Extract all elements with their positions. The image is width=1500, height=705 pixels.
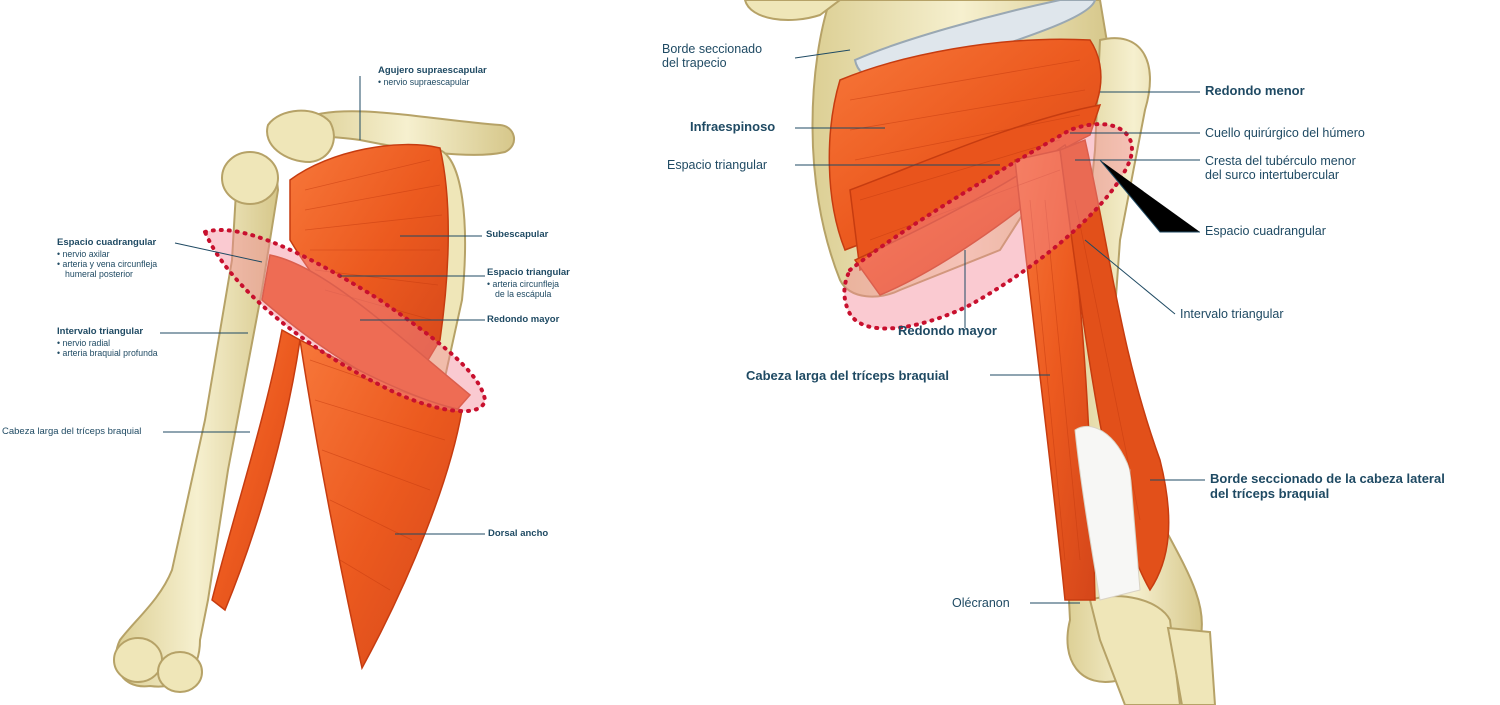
label-intervalo-triangular-right: Intervalo triangular xyxy=(1180,307,1284,321)
left-clavicle-bone xyxy=(298,110,515,156)
label-title: Agujero supraescapular xyxy=(378,65,487,76)
label-title: Espacio triangular xyxy=(487,267,570,278)
label-cabeza-larga-left: Cabeza larga del tríceps braquial xyxy=(2,426,142,438)
label-title: Intervalo triangular xyxy=(57,326,144,337)
label-borde-cabeza-lateral: Borde seccionado de la cabeza lateral de… xyxy=(1210,471,1445,502)
label-item: • arteria y vena circunfleja xyxy=(57,258,158,269)
left-highlight-region xyxy=(202,227,488,414)
label-item: • nervio radial xyxy=(57,337,111,348)
label-title: Dorsal ancho xyxy=(488,528,549,539)
label-line: del tríceps braquial xyxy=(1210,485,1330,501)
right-highlight-region xyxy=(842,122,1134,331)
label-title: Espacio cuadrangular xyxy=(57,237,157,248)
label-title: Olécranon xyxy=(952,596,1010,610)
left-muscle-fibers xyxy=(304,159,456,591)
label-infraespinoso: Infraespinoso xyxy=(690,119,776,135)
label-line: Borde seccionado xyxy=(662,42,763,56)
label-title: Redondo mayor xyxy=(487,314,560,325)
right-triceps-tendon xyxy=(1074,425,1141,601)
label-dorsal-ancho: Dorsal ancho xyxy=(488,528,549,540)
label-borde-trapecio: Borde seccionado del trapecio xyxy=(662,42,762,71)
label-line: del surco intertubercular xyxy=(1205,168,1340,183)
label-redondo-mayor-right: Redondo mayor xyxy=(898,323,997,339)
left-trochlea-bone xyxy=(157,651,203,693)
label-subescapular: Subescapular xyxy=(486,229,549,241)
left-humeral-head-bone xyxy=(221,151,279,205)
label-title: Redondo mayor xyxy=(898,323,997,338)
label-line: Cresta del tubérculo menor xyxy=(1205,154,1356,168)
label-title: Cabeza larga del tríceps braquial xyxy=(746,368,950,383)
label-cabeza-larga-right: Cabeza larga del tríceps braquial xyxy=(746,368,950,384)
label-cuello-quirurgico: Cuello quirúrgico del húmero xyxy=(1205,126,1365,140)
right-radius-bone xyxy=(1166,626,1217,705)
label-title: Espacio triangular xyxy=(667,158,768,172)
label-cresta-tuberculo: Cresta del tubérculo menor del surco int… xyxy=(1205,154,1356,183)
label-title: Redondo menor xyxy=(1205,83,1305,98)
left-triceps-long-head-muscle xyxy=(211,328,301,612)
left-leader-lines xyxy=(160,76,485,535)
right-figure xyxy=(743,0,1217,705)
label-olecranon: Olécranon xyxy=(952,596,1010,610)
label-intervalo-triangular: Intervalo triangular • nervio radial • a… xyxy=(57,326,158,358)
label-title: Infraespinoso xyxy=(690,119,776,134)
label-redondo-menor: Redondo menor xyxy=(1205,83,1305,99)
left-latissimus-muscle xyxy=(299,338,463,671)
right-leader-lines xyxy=(794,49,1205,604)
left-figure xyxy=(113,76,515,693)
label-item: • nervio axilar xyxy=(57,248,110,259)
label-item: de la escápula xyxy=(495,288,552,299)
label-title: Cabeza larga del tríceps braquial xyxy=(2,426,142,437)
label-espacio-triangular: Espacio triangular • arteria circunfleja… xyxy=(487,267,570,299)
label-item: humeral posterior xyxy=(65,268,133,279)
right-scapular-spine-bone xyxy=(743,0,842,21)
label-item: • arteria braquial profunda xyxy=(57,347,158,358)
label-title: Cuello quirúrgico del húmero xyxy=(1205,126,1365,140)
label-line: del trapecio xyxy=(662,56,727,71)
label-title: Espacio cuadrangular xyxy=(1205,224,1326,238)
label-item: • nervio supraescapular xyxy=(378,76,470,87)
label-espacio-cuadrangular: Espacio cuadrangular • nervio axilar • a… xyxy=(57,237,158,279)
left-acromion-bone xyxy=(266,109,335,164)
left-epicondyle-bone xyxy=(113,637,163,683)
label-title: Intervalo triangular xyxy=(1180,307,1284,321)
right-triceps-lateral-head-muscle xyxy=(1059,138,1170,592)
label-line: Borde seccionado de la cabeza lateral xyxy=(1210,471,1445,486)
right-muscle-fibers xyxy=(849,59,1141,561)
label-espacio-triangular-right: Espacio triangular xyxy=(667,158,767,172)
label-redondo-mayor: Redondo mayor xyxy=(487,314,560,326)
label-espacio-cuadrangular-right: Espacio cuadrangular xyxy=(1205,224,1326,238)
label-agujero-supraescapular: Agujero supraescapular • nervio supraesc… xyxy=(378,65,487,87)
label-item: • arteria circunfleja xyxy=(487,278,559,289)
label-title: Subescapular xyxy=(486,229,549,240)
